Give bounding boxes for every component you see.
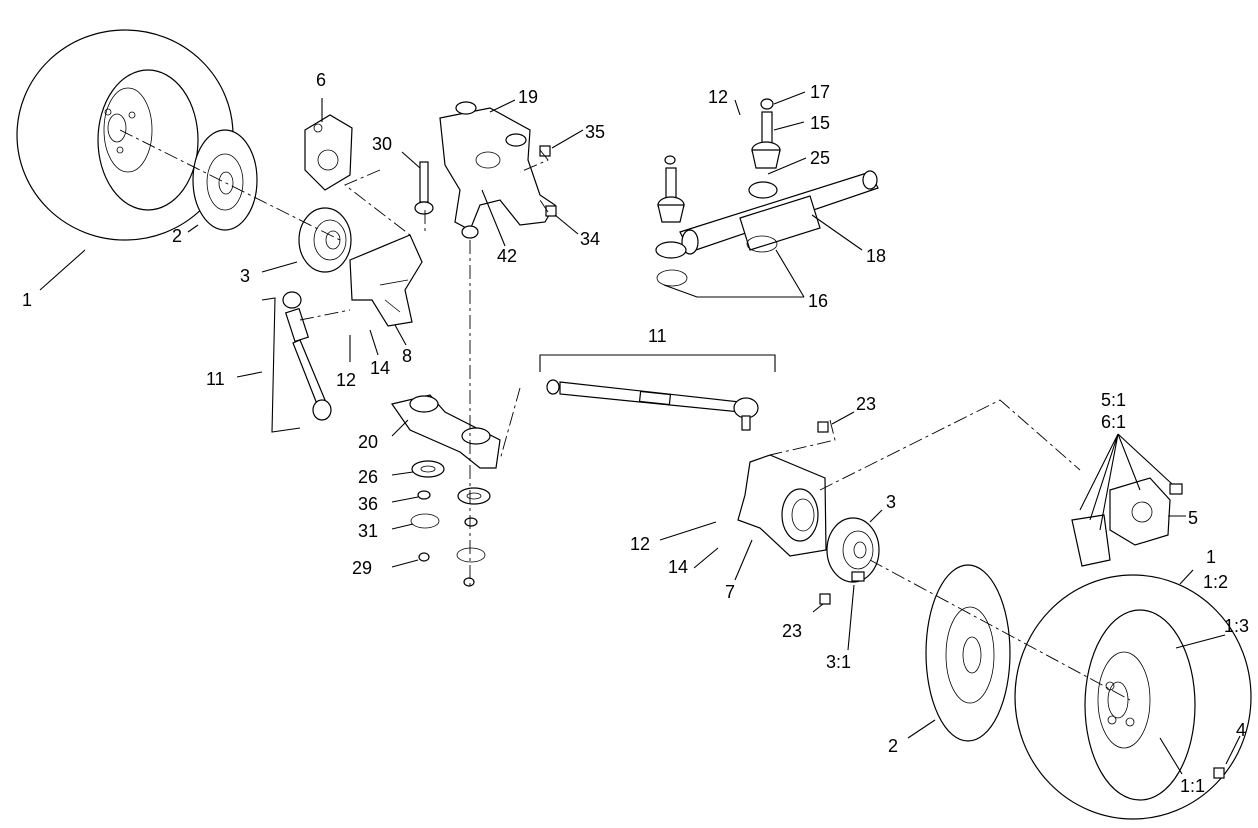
callout-20: 20 xyxy=(358,432,378,452)
tie-rod-center xyxy=(546,379,759,431)
callout-25: 25 xyxy=(810,148,830,168)
callout-15: 15 xyxy=(810,113,830,133)
ball-joint-lower xyxy=(657,155,685,223)
callout-18: 18 xyxy=(866,246,886,266)
callout-1: 1 xyxy=(22,290,32,310)
callout-12-left: 12 xyxy=(336,370,356,390)
callout-34: 34 xyxy=(580,229,600,249)
callout-3: 3 xyxy=(240,266,250,286)
bolt-23-lower xyxy=(819,593,831,605)
callout-26: 26 xyxy=(358,467,378,487)
callout-5: 5 xyxy=(1188,508,1198,528)
callout-35: 35 xyxy=(585,122,605,142)
steering-bracket xyxy=(439,101,556,239)
callout-12-top: 12 xyxy=(708,87,728,107)
callout-29: 29 xyxy=(352,558,372,578)
wheel-hub-left xyxy=(298,207,352,273)
pin-30 xyxy=(414,161,434,215)
callout-2-right: 2 xyxy=(888,736,898,756)
bolt-34 xyxy=(545,205,557,217)
callout-6: 6 xyxy=(316,70,326,90)
callout-1-2: 1:2 xyxy=(1203,572,1228,592)
callout-2: 2 xyxy=(172,226,182,246)
retaining-rings-16 xyxy=(655,181,778,287)
ball-joint-upper xyxy=(751,98,781,169)
bearing-stack-right xyxy=(456,487,491,587)
wheel-hub-right xyxy=(826,517,880,583)
callout-4: 4 xyxy=(1236,720,1246,740)
caliper-right xyxy=(1071,477,1183,567)
callout-23-upper: 23 xyxy=(856,394,876,414)
bolt-23-upper xyxy=(817,421,829,433)
steering-cylinder xyxy=(679,170,879,255)
callout-12-right: 12 xyxy=(630,534,650,554)
caliper-left xyxy=(304,114,353,191)
brake-rotor-left xyxy=(192,129,258,231)
spindle-left xyxy=(349,234,423,327)
spindle-right xyxy=(737,454,827,557)
callout-42: 42 xyxy=(497,246,517,266)
callout-7: 7 xyxy=(725,582,735,602)
callout-5-1: 5:1 xyxy=(1101,390,1126,410)
callout-3-right: 3 xyxy=(886,492,896,512)
callout-1-1: 1:1 xyxy=(1180,776,1205,796)
tire-left xyxy=(16,29,234,241)
tire-right xyxy=(1014,574,1252,820)
callout-30: 30 xyxy=(372,134,392,154)
callout-36: 36 xyxy=(358,494,378,514)
steering-arm-20 xyxy=(391,394,501,469)
callout-1-right: 1 xyxy=(1206,547,1216,567)
bolt-35 xyxy=(539,145,551,157)
brake-rotor-right xyxy=(925,564,1011,742)
callout-23-lower: 23 xyxy=(782,621,802,641)
callout-8: 8 xyxy=(402,346,412,366)
callout-14-right: 14 xyxy=(668,557,688,577)
callout-14-left: 14 xyxy=(370,358,390,378)
callout-6-1: 6:1 xyxy=(1101,412,1126,432)
bearing-stack-left xyxy=(410,460,445,562)
tie-rod-left xyxy=(282,291,332,421)
callout-11-left: 11 xyxy=(206,369,225,389)
callout-31: 31 xyxy=(358,521,378,541)
callout-3-1: 3:1 xyxy=(826,652,851,672)
callout-17: 17 xyxy=(810,82,830,102)
callout-16: 16 xyxy=(808,291,828,311)
callout-19: 19 xyxy=(518,87,538,107)
callout-1-3: 1:3 xyxy=(1224,616,1249,636)
callout-11-center: 11 xyxy=(648,326,667,346)
